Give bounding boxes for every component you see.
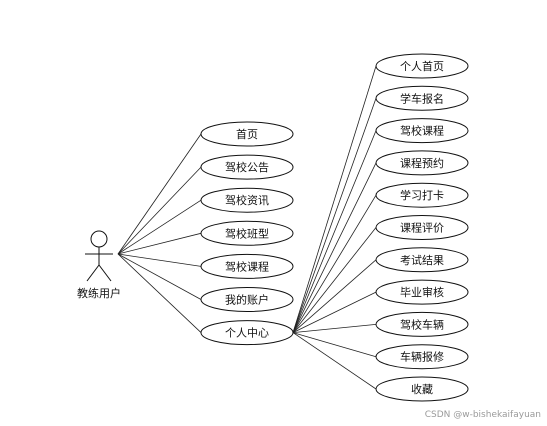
association-line-check-in (292, 194, 377, 333)
actor-right-leg (98, 264, 112, 282)
association-line-course-booking (292, 162, 377, 333)
use-case-vehicle-label: 驾校车辆 (400, 317, 444, 331)
use-case-home: 首页 (200, 121, 294, 147)
association-line-repair (292, 332, 377, 358)
use-case-exam-result: 考试结果 (375, 247, 469, 273)
use-case-exam-result-label: 考试结果 (400, 254, 444, 267)
use-case-repair-ellipse (375, 344, 469, 370)
use-case-course-review-label: 课程评价 (400, 222, 444, 235)
association-line-personal-center (117, 253, 202, 333)
use-case-personal-center-ellipse (200, 320, 294, 346)
association-line-personal-home (292, 65, 377, 333)
use-case-school-course-label: 驾校课程 (400, 124, 444, 138)
actor-figure: 教练用户 (77, 230, 121, 300)
actor-left-leg (86, 264, 100, 282)
association-line-graduation (292, 291, 377, 333)
use-case-course-review: 课程评价 (375, 215, 469, 240)
use-case-vehicle-ellipse (375, 311, 469, 337)
association-line-notice (117, 166, 202, 255)
association-line-favorites (292, 332, 377, 390)
use-case-vehicle: 驾校车辆 (375, 311, 469, 337)
association-line-class-type (117, 232, 202, 255)
use-case-personal-center-label: 个人中心 (225, 327, 269, 340)
use-case-course-label: 驾校课程 (225, 259, 269, 273)
use-case-home-label: 首页 (236, 127, 258, 141)
use-case-news: 驾校资讯 (200, 187, 294, 213)
use-case-school-course-ellipse (375, 118, 469, 144)
association-line-course (117, 253, 202, 267)
association-line-home (117, 133, 202, 255)
use-case-home-ellipse (200, 121, 294, 147)
use-case-course-booking-ellipse (375, 150, 469, 176)
use-case-personal-center: 个人中心 (200, 320, 294, 346)
use-case-account: 我的账户 (200, 287, 294, 312)
use-case-class-type-label: 驾校班型 (225, 226, 269, 240)
use-case-notice-label: 驾校公告 (225, 160, 269, 174)
use-case-course: 驾校课程 (200, 253, 294, 279)
use-case-personal-home: 个人首页 (375, 53, 469, 79)
personal-center-use-cases: 个人首页学车报名驾校课程课程预约学习打卡课程评价考试结果毕业审核驾校车辆车辆报修… (375, 53, 469, 402)
use-case-check-in-label: 学习打卡 (400, 188, 444, 202)
association-line-news (117, 199, 202, 255)
watermark: CSDN @w-bishekaifayuan (424, 410, 541, 420)
use-case-enroll: 学车报名 (375, 85, 469, 111)
use-case-repair-label: 车辆报修 (400, 350, 444, 364)
use-case-personal-home-label: 个人首页 (400, 59, 444, 73)
use-case-check-in-ellipse (375, 182, 469, 208)
use-case-notice: 驾校公告 (200, 154, 294, 180)
association-line-account (117, 253, 202, 300)
use-case-personal-home-ellipse (375, 53, 469, 79)
use-case-graduation-label: 毕业审核 (400, 285, 444, 299)
association-line-school-course (292, 130, 377, 333)
use-case-account-ellipse (200, 287, 294, 312)
use-case-favorites-ellipse (375, 376, 469, 402)
use-case-course-booking-label: 课程预约 (400, 157, 444, 170)
association-line-vehicle (292, 324, 377, 333)
use-case-class-type: 驾校班型 (200, 220, 294, 246)
use-case-check-in: 学习打卡 (375, 182, 469, 208)
use-case-exam-result-ellipse (375, 247, 469, 273)
use-case-favorites: 收藏 (375, 376, 469, 402)
use-case-graduation-ellipse (375, 279, 469, 305)
use-case-news-label: 驾校资讯 (225, 193, 269, 207)
association-line-course-review (292, 227, 377, 333)
use-case-enroll-label: 学车报名 (400, 91, 444, 105)
use-case-notice-ellipse (200, 154, 294, 180)
association-line-enroll (292, 98, 377, 333)
use-case-school-course: 驾校课程 (375, 118, 469, 144)
use-case-account-label: 我的账户 (225, 293, 269, 307)
use-case-enroll-ellipse (375, 85, 469, 111)
use-case-course-booking: 课程预约 (375, 150, 469, 176)
use-case-favorites-label: 收藏 (411, 382, 433, 396)
use-case-graduation: 毕业审核 (375, 279, 469, 305)
actor-label: 教练用户 (77, 286, 121, 300)
use-case-course-review-ellipse (375, 215, 469, 240)
use-case-course-ellipse (200, 253, 294, 279)
use-case-class-type-ellipse (200, 220, 294, 246)
actor-head (90, 230, 108, 248)
use-case-repair: 车辆报修 (375, 344, 469, 370)
use-case-news-ellipse (200, 187, 294, 213)
association-lines (117, 65, 377, 390)
association-line-exam-result (292, 259, 377, 333)
